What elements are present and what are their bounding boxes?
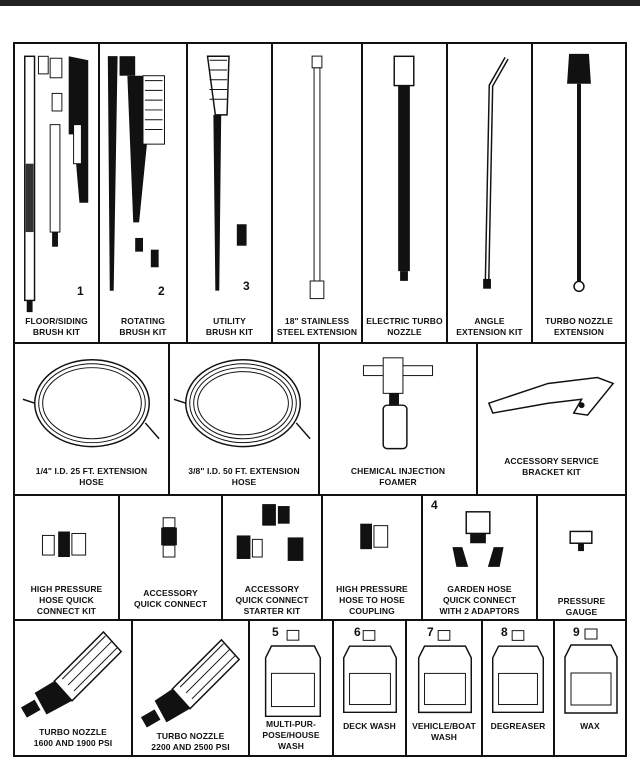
deck-wash-jug-drawing — [342, 630, 397, 714]
accessory-quick-connect-drawing — [161, 517, 177, 558]
hose-coupling-drawing — [360, 523, 389, 550]
item-number: 9 — [573, 625, 580, 639]
cell-wax[interactable]: 9 WAX — [555, 621, 625, 755]
item-number: 6 — [354, 625, 361, 639]
starter-kit-drawing — [236, 504, 304, 561]
utility-brush-kit-drawing — [206, 55, 247, 291]
wax-label: WAX — [580, 721, 600, 731]
pressure-gauge-drawing — [569, 530, 593, 552]
hose-25ft-drawing — [22, 359, 160, 448]
hose-50ft-drawing — [173, 359, 311, 448]
bracket-drawing — [487, 376, 615, 416]
floor-siding-brush-kit-drawing — [24, 55, 89, 313]
foamer-drawing — [362, 357, 434, 450]
rotating-brush-kit-drawing — [107, 56, 165, 291]
item-number: 7 — [427, 625, 434, 639]
turbo-nozzle-1600-drawing — [20, 630, 123, 718]
item-number: 2 — [158, 284, 165, 298]
item-number: 8 — [501, 625, 508, 639]
item-number: 5 — [272, 625, 279, 639]
wax-jug-drawing — [564, 628, 618, 714]
degreaser-label: DEGREASER — [490, 721, 546, 731]
degreaser-jug-drawing — [491, 630, 545, 714]
angle-extension-drawing — [483, 57, 509, 289]
deck-wash-label: DECK WASH — [343, 721, 396, 731]
item-number: 4 — [431, 498, 438, 512]
item-number: 1 — [77, 284, 84, 298]
item-number: 3 — [243, 279, 250, 293]
top-rule — [0, 0, 640, 6]
garden-hose-quick-connect-drawing — [452, 511, 504, 567]
turbo-nozzle-2200-drawing — [140, 638, 241, 728]
vehicle-boat-jug-drawing — [417, 630, 472, 714]
multi-purpose-jug-drawing — [264, 629, 322, 718]
cell-deck-wash[interactable]: 6 DECK WASH — [334, 621, 407, 755]
electric-turbo-nozzle-drawing — [393, 55, 415, 281]
hp-quick-connect-drawing — [41, 531, 87, 558]
cell-degreaser[interactable]: 8 DEGREASER — [483, 621, 555, 755]
stainless-extension-drawing — [309, 55, 325, 300]
turbo-nozzle-extension-drawing — [567, 53, 591, 293]
